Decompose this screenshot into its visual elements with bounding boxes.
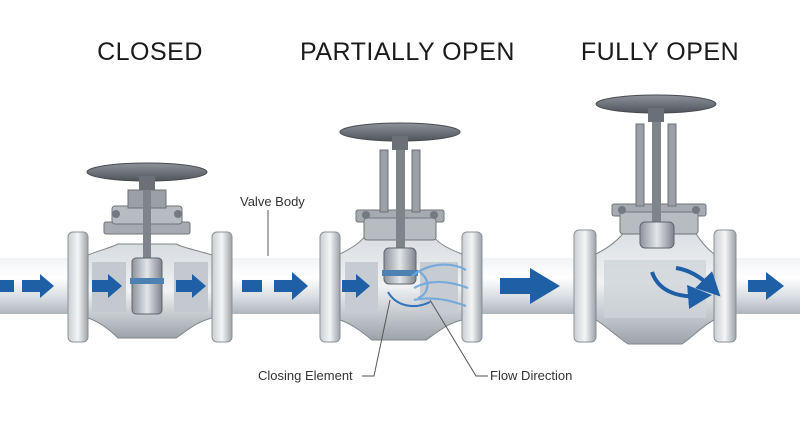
callout-flow-direction: Flow Direction [490, 368, 573, 383]
handwheel-hub [648, 108, 664, 122]
bolt [362, 211, 370, 219]
valve-closed [67, 162, 233, 343]
flow-arrow [748, 272, 784, 300]
flow-curve-arrow [675, 266, 721, 297]
seat-ring [130, 278, 164, 284]
flow-arrow [274, 272, 308, 300]
bolt [112, 210, 120, 218]
cutaway-cavity [604, 260, 706, 318]
valve-fully-open [573, 94, 737, 345]
flow-arrow [242, 280, 262, 292]
title-closed: CLOSED [97, 38, 203, 66]
bolt [618, 206, 626, 214]
flow-arrow [92, 274, 122, 298]
callout-valve-body: Valve Body [240, 194, 305, 209]
flange [211, 231, 233, 343]
flow-arrow [176, 274, 206, 298]
flow-arrows [0, 268, 784, 304]
cutaway-cavity [345, 262, 458, 314]
valve-partially-open [319, 122, 483, 343]
turbulent-flow [411, 263, 469, 308]
flow-curve-arrow [650, 271, 712, 309]
turbulent-flow-2 [387, 291, 431, 308]
closing-element-leader [362, 299, 391, 377]
bolt [430, 211, 438, 219]
flange [67, 231, 89, 343]
flow-arrow [342, 274, 370, 298]
closing-element-disc [383, 247, 417, 285]
bolt [174, 210, 182, 218]
yoke-left [379, 149, 389, 213]
stem [396, 140, 405, 256]
title-partially-open: PARTIALLY OPEN [300, 38, 515, 66]
yoke-left [635, 123, 645, 207]
title-fully-open: FULLY OPEN [580, 38, 740, 66]
flange [319, 231, 341, 343]
flow-arrow [0, 280, 14, 292]
yoke-right [667, 123, 677, 207]
flow-arrow [22, 274, 54, 298]
handwheel-hub [139, 176, 155, 190]
yoke-right [411, 149, 421, 213]
seat-ring [382, 270, 418, 276]
flange [713, 229, 737, 343]
flow-direction-leader [429, 299, 488, 377]
leader-lines [267, 210, 488, 377]
bolt [692, 206, 700, 214]
closing-element-disc [639, 221, 675, 249]
stem [143, 180, 151, 268]
stem [652, 112, 661, 242]
flange [573, 229, 597, 343]
handwheel-hub [392, 136, 408, 150]
flow-arrow [500, 268, 560, 304]
closing-element-disc [131, 257, 163, 315]
callout-closing-element: Closing Element [258, 368, 353, 383]
cutaway-cavity [92, 262, 208, 312]
